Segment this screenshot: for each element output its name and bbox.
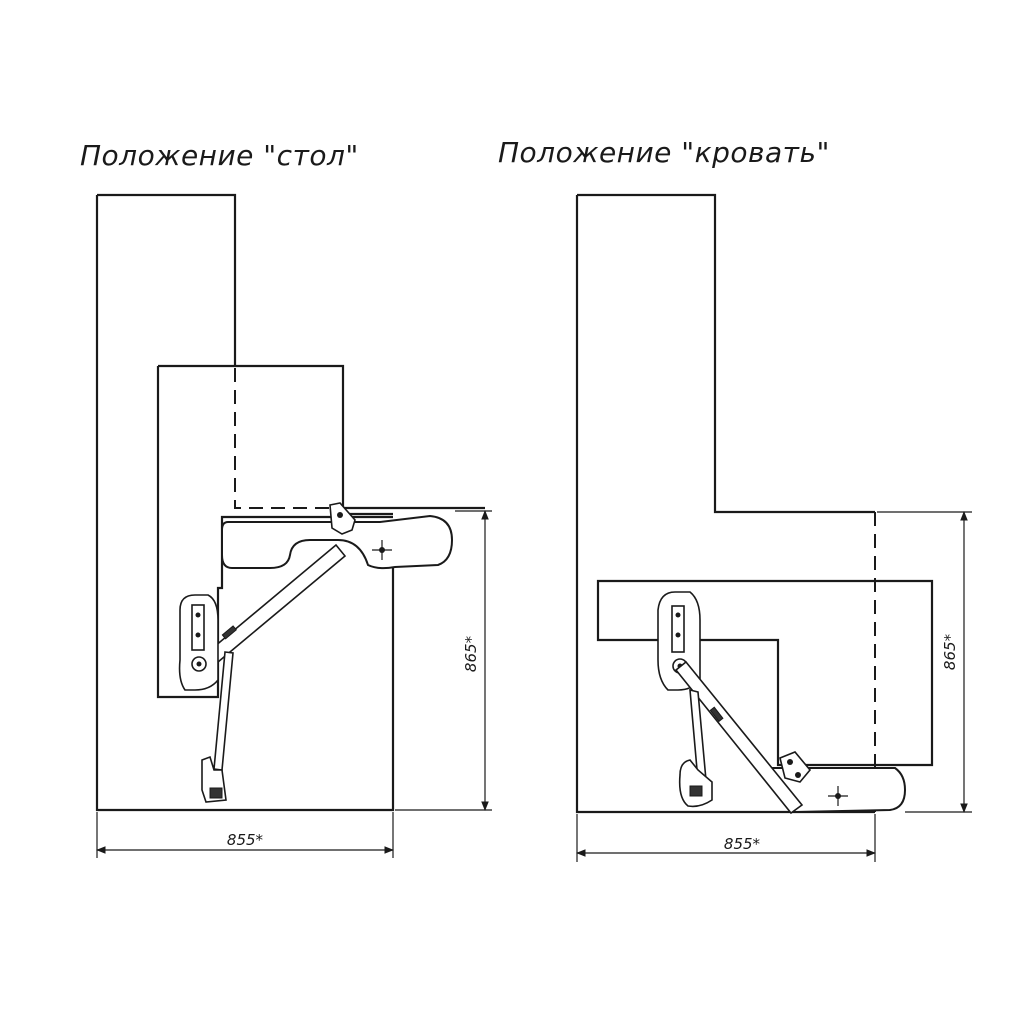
bed-foot-bracket [678,759,713,808]
table-cabinet-outline [95,193,395,812]
table-hidden-edge [234,368,343,509]
table-position-title: Положение "стол" [80,139,359,172]
bed-position-diagram: Положение "кровать" [498,136,972,862]
table-bed-frame [156,364,393,699]
bed-pivot-crosshair-icon [828,786,848,806]
table-top-board [221,514,454,570]
bed-lever-arm [674,660,804,815]
table-pivot-crosshair-icon [372,540,392,560]
table-height-label: 865* [462,635,480,672]
bed-cabinet-outline [575,193,875,814]
bed-position-title: Положение "кровать" [498,136,830,169]
bed-width-dimension: 855* [576,814,876,862]
bed-height-label: 865* [941,633,959,670]
bed-frame [596,579,934,767]
table-top-line [343,506,485,516]
table-width-dimension: 855* [96,812,394,858]
bed-height-dimension: 865* [877,511,972,813]
table-width-label: 855* [227,831,264,849]
bed-board-bracket [779,751,812,783]
bed-width-label: 855* [724,835,761,853]
table-height-dimension: 865* [395,510,492,811]
table-top-bracket [329,502,356,535]
table-position-diagram: Положение "стол" [80,139,492,858]
